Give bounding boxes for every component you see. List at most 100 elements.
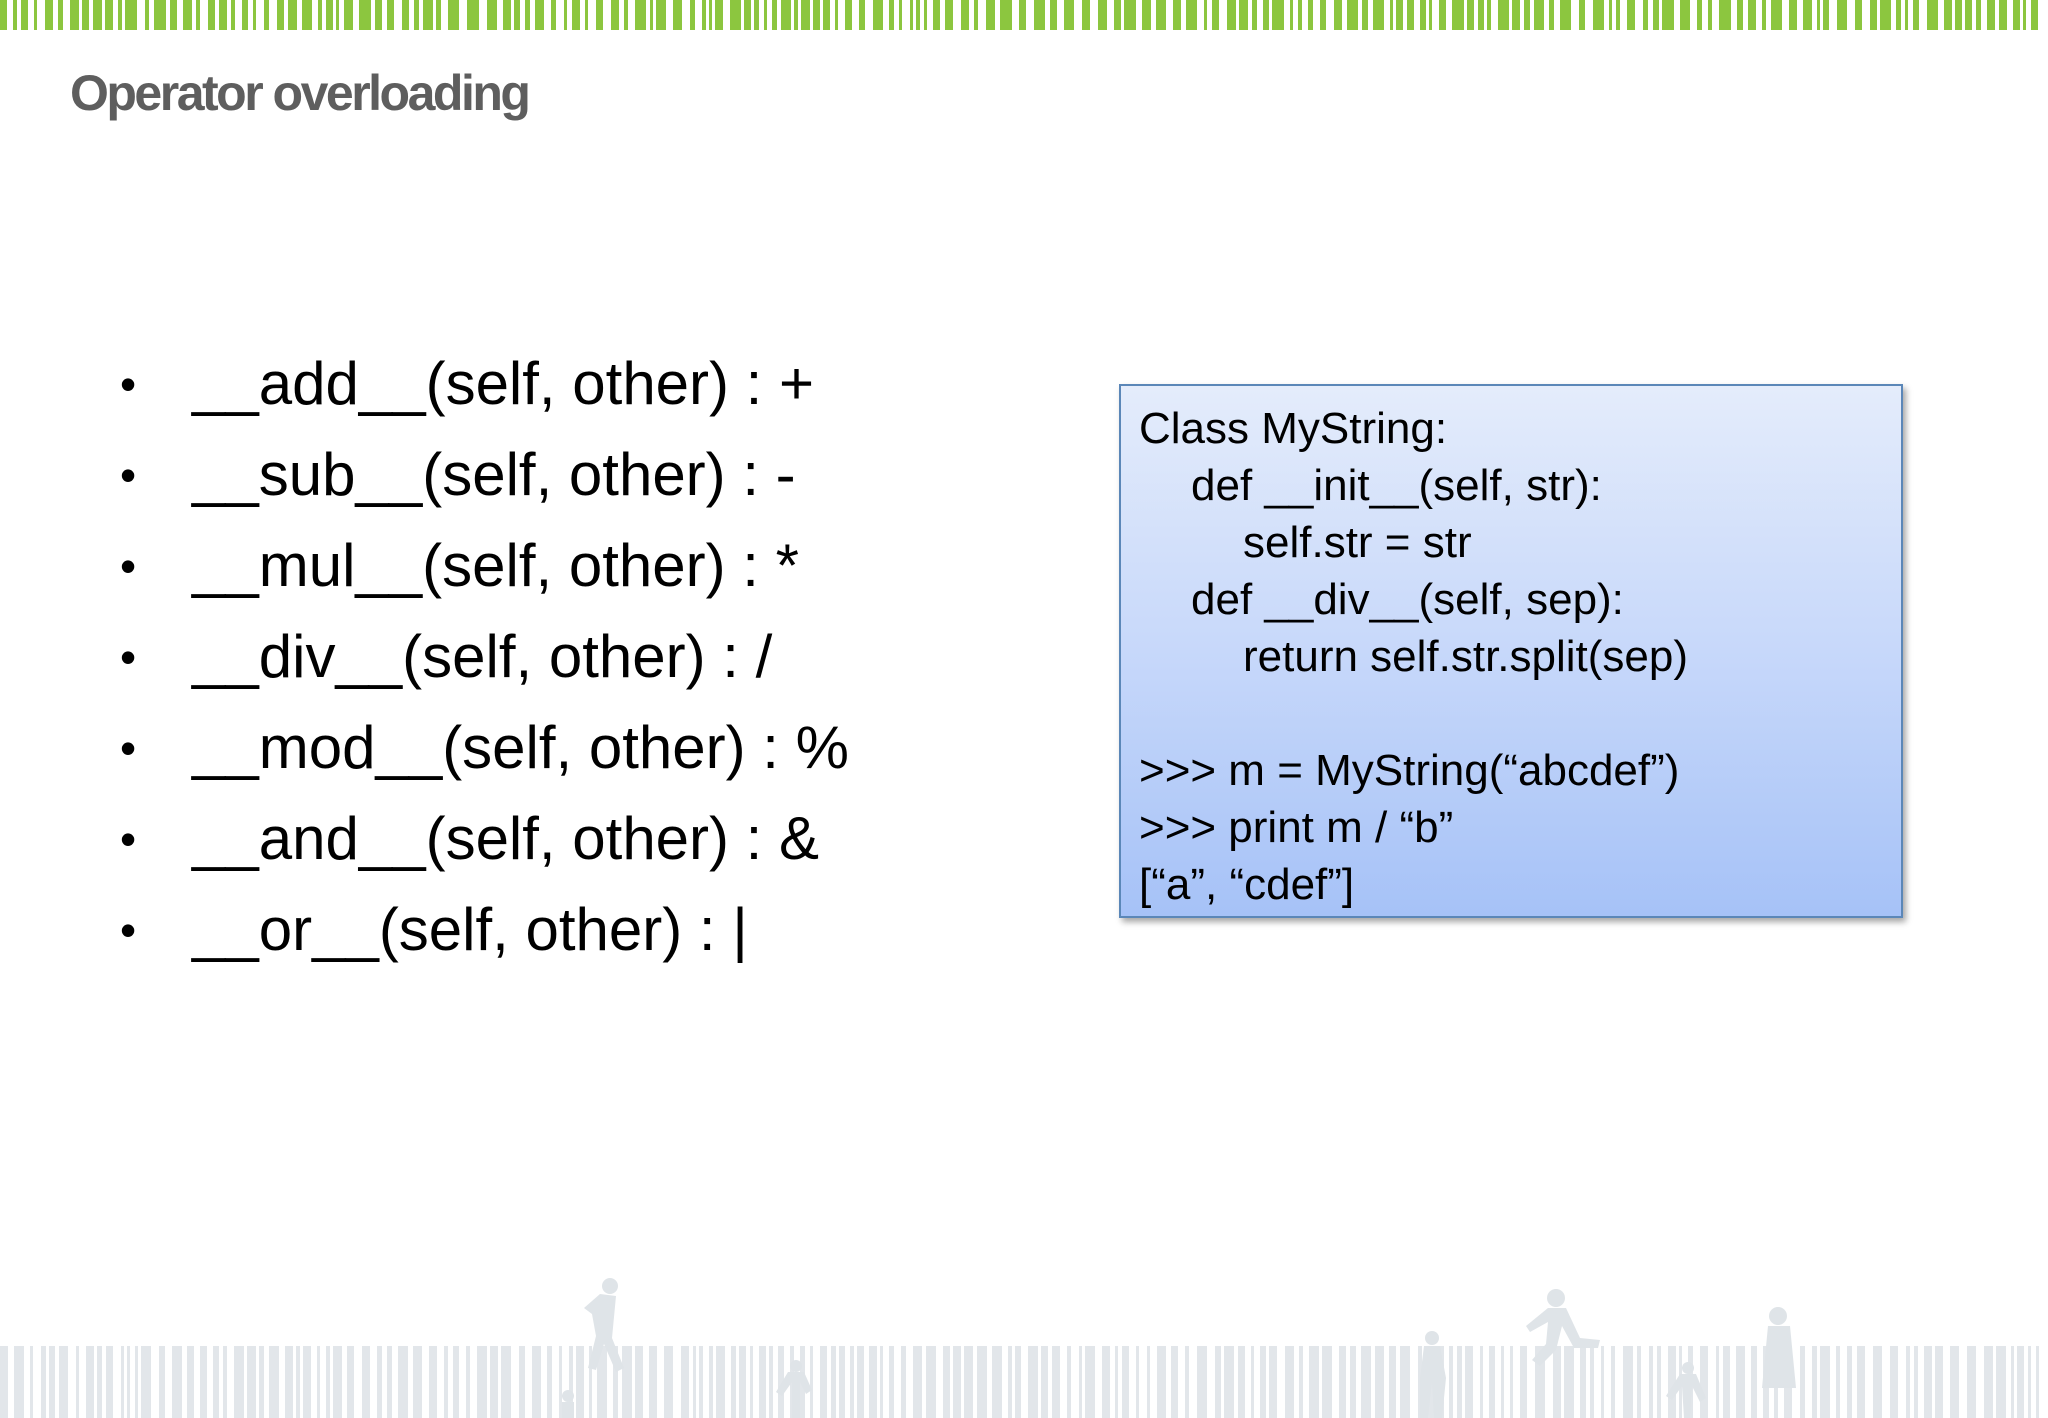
- barcode-stripe: [1212, 0, 1219, 30]
- barcode-stripe: [1309, 1346, 1319, 1418]
- barcode-stripe: [1560, 0, 1571, 30]
- barcode-stripe: [1847, 1346, 1852, 1418]
- barcode-stripe: [317, 1346, 320, 1418]
- barcode-stripe: [1085, 1346, 1095, 1418]
- barcode-stripe: [1649, 1346, 1653, 1418]
- barcode-stripe: [21, 0, 28, 30]
- barcode-stripe: [288, 0, 297, 30]
- barcode-stripe: [564, 0, 567, 30]
- barcode-stripe: [1984, 1346, 1993, 1418]
- barcode-stripe: [1156, 0, 1166, 30]
- barcode-stripe: [13, 0, 17, 30]
- barcode-stripe: [467, 0, 479, 30]
- barcode-stripe: [1136, 1346, 1139, 1418]
- barcode-stripe: [1498, 0, 1509, 30]
- barcode-stripe: [253, 0, 256, 30]
- barcode-stripe: [926, 1346, 936, 1418]
- barcode-stripe: [187, 1346, 194, 1418]
- barcode-stripe: [1299, 1346, 1303, 1418]
- code-line: return self.str.split(sep): [1243, 632, 1689, 681]
- barcode-stripe: [1896, 0, 1901, 30]
- barcode-stripe: [1700, 1346, 1708, 1418]
- top-barcode-band: [0, 0, 2038, 30]
- barcode-stripe: [1373, 0, 1384, 30]
- barcode-stripe: [223, 1346, 227, 1418]
- barcode-stripe: [1803, 0, 1812, 30]
- barcode-stripe: [754, 0, 759, 30]
- barcode-stripe: [1657, 1346, 1661, 1418]
- barcode-stripe: [1215, 1346, 1221, 1418]
- barcode-stripe: [716, 1346, 725, 1418]
- barcode-stripe: [413, 1346, 422, 1418]
- barcode-stripe: [953, 1346, 961, 1418]
- barcode-stripe: [1737, 0, 1743, 30]
- barcode-stripe: [213, 1346, 219, 1418]
- barcode-stripe: [1590, 1346, 1594, 1418]
- barcode-stripe: [1449, 1346, 1453, 1418]
- barcode-stripe: [1000, 0, 1012, 30]
- barcode-stripe: [1478, 0, 1484, 30]
- barcode-stripe: [423, 0, 433, 30]
- barcode-stripe: [715, 0, 723, 30]
- list-item-text: __mul__(self, other) : *: [192, 532, 799, 599]
- barcode-stripe: [208, 0, 215, 30]
- barcode-stripe: [125, 0, 137, 30]
- barcode-stripe: [1339, 1346, 1346, 1418]
- bullet-icon: •: [120, 448, 137, 501]
- barcode-stripe: [1407, 0, 1414, 30]
- barcode-stripe: [1823, 0, 1829, 30]
- barcode-stripe: [1115, 1346, 1118, 1418]
- barcode-stripe: [772, 0, 777, 30]
- barcode-stripe: [1965, 0, 1972, 30]
- barcode-stripe: [910, 0, 913, 30]
- barcode-stripe: [1580, 1346, 1586, 1418]
- barcode-stripe: [702, 0, 706, 30]
- barcode-stripe: [1122, 1346, 1129, 1418]
- barcode-stripe: [992, 1346, 1002, 1418]
- barcode-stripe: [1480, 1346, 1483, 1418]
- barcode-stripe: [769, 1346, 773, 1418]
- barcode-stripe: [1935, 1346, 1943, 1418]
- barcode-stripe: [1906, 1346, 1910, 1418]
- barcode-stripe: [1239, 0, 1248, 30]
- barcode-stripe: [964, 1346, 973, 1418]
- barcode-stripe: [362, 1346, 370, 1418]
- barcode-stripe: [1976, 0, 1981, 30]
- barcode-stripe: [2031, 0, 2038, 30]
- list-item: •__add__(self, other) : +: [120, 338, 849, 429]
- barcode-stripe: [398, 1346, 408, 1418]
- barcode-stripe: [933, 0, 940, 30]
- barcode-stripe: [1224, 1346, 1234, 1418]
- barcode-stripe: [259, 1346, 264, 1418]
- barcode-stripe: [622, 1346, 632, 1418]
- bottom-silhouette-band: [0, 1278, 2039, 1418]
- barcode-stripe: [943, 1346, 950, 1418]
- barcode-stripe: [377, 1346, 382, 1418]
- barcode-stripe: [1185, 1346, 1189, 1418]
- barcode-stripe: [1290, 0, 1293, 30]
- barcode-stripe: [1762, 0, 1766, 30]
- barcode-stripe: [532, 1346, 541, 1418]
- barcode-stripe: [1736, 1346, 1745, 1418]
- barcode-stripe: [1227, 0, 1236, 30]
- barcode-stripe: [127, 1346, 130, 1418]
- barcode-stripe: [1147, 1346, 1150, 1418]
- barcode-stripe: [1668, 1346, 1676, 1418]
- barcode-stripe: [880, 1346, 883, 1418]
- barcode-stripe: [1204, 0, 1207, 30]
- barcode-stripe: [1535, 1346, 1545, 1418]
- barcode-stripe: [1389, 1346, 1396, 1418]
- barcode-stripe: [1347, 0, 1358, 30]
- barcode-stripe: [781, 0, 791, 30]
- barcode-stripe: [835, 0, 838, 30]
- barcode-stripe: [1520, 1346, 1527, 1418]
- barcode-stripe: [444, 1346, 448, 1418]
- barcode-stripe: [490, 1346, 498, 1418]
- barcode-stripe: [402, 0, 409, 30]
- barcode-stripe: [1429, 0, 1432, 30]
- barcode-stripe: [1789, 0, 1797, 30]
- barcode-stripe: [924, 0, 927, 30]
- barcode-stripe: [285, 1346, 293, 1418]
- barcode-stripe: [1950, 1346, 1959, 1418]
- barcode-stripe: [303, 1346, 311, 1418]
